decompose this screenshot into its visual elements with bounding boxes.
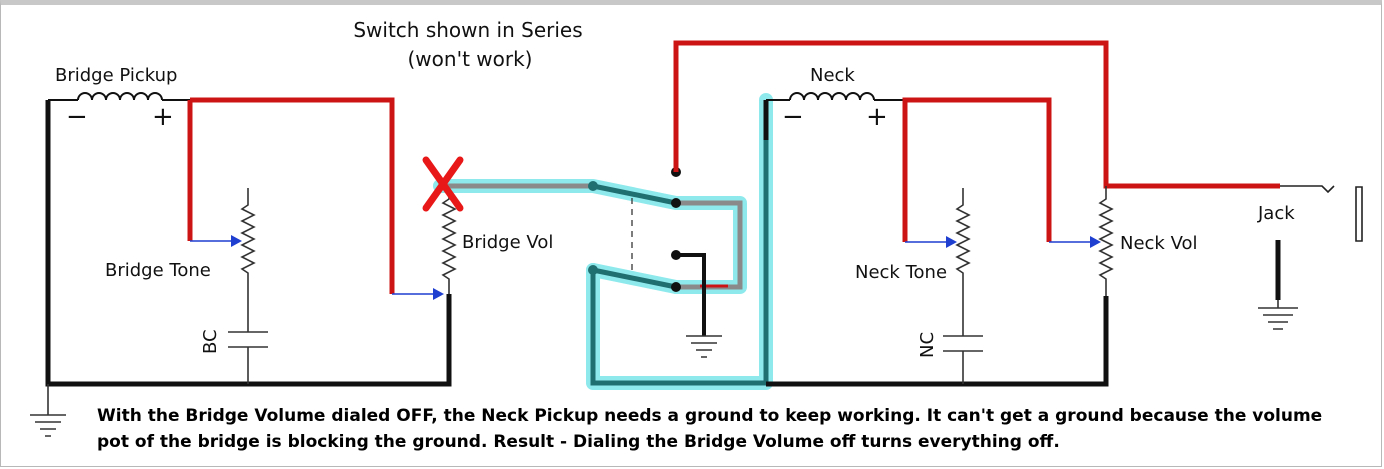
switch-output-jumper bbox=[676, 200, 743, 290]
bridge-pickup-label: Bridge Pickup bbox=[55, 65, 177, 86]
bridge-pickup-coil bbox=[48, 92, 190, 101]
neck-tone-pot bbox=[943, 188, 983, 384]
neck-vol-label: Neck Vol bbox=[1120, 233, 1198, 254]
jack-symbol bbox=[1280, 185, 1363, 242]
switch-ground-symbol-icon bbox=[686, 335, 722, 358]
diagram-title: Switch shown in Series bbox=[353, 18, 582, 42]
x-mark-icon bbox=[422, 156, 464, 212]
neck-tone-wiper-arrow bbox=[905, 236, 957, 248]
bridge-minus-sign: − bbox=[66, 102, 88, 132]
neck-volume-pot bbox=[1098, 186, 1114, 296]
neck-hot-wire bbox=[902, 97, 1052, 242]
bridge-plus-sign: + bbox=[152, 102, 174, 132]
dpdt-switch bbox=[588, 167, 681, 292]
output-hot-wire bbox=[673, 40, 1280, 189]
ground-symbol-icon bbox=[30, 384, 66, 437]
switch-ground-wire bbox=[676, 253, 706, 336]
diagram-subtitle: (won't work) bbox=[408, 47, 533, 71]
caption-line-1: With the Bridge Volume dialed OFF, the N… bbox=[97, 406, 1322, 426]
neck-pickup-coil bbox=[766, 92, 905, 101]
caption-line-2: pot of the bridge is blocking the ground… bbox=[97, 432, 1060, 452]
jack-ground-symbol-icon bbox=[1258, 300, 1298, 330]
bridge-volume-pot bbox=[441, 186, 457, 294]
jack-label: Jack bbox=[1257, 203, 1295, 224]
bridge-tone-pot bbox=[228, 188, 268, 384]
neck-ground-through-switch bbox=[590, 100, 769, 386]
bridge-hot-wire bbox=[187, 97, 395, 294]
neck-minus-sign: − bbox=[782, 102, 804, 132]
neck-label: Neck bbox=[810, 65, 855, 86]
bridge-tone-label: Bridge Tone bbox=[105, 260, 211, 281]
bridge-vol-label: Bridge Vol bbox=[462, 232, 553, 253]
bc-label: BC bbox=[200, 329, 221, 354]
neck-ground-wire bbox=[766, 296, 1109, 387]
bridge-vol-wiper-arrow bbox=[392, 288, 444, 300]
neck-vol-wiper-arrow bbox=[1049, 236, 1101, 248]
neck-plus-sign: + bbox=[866, 102, 888, 132]
nc-label: NC bbox=[917, 332, 938, 358]
neck-tone-label: Neck Tone bbox=[855, 262, 947, 283]
bridge-tone-wiper-arrow bbox=[190, 235, 242, 247]
